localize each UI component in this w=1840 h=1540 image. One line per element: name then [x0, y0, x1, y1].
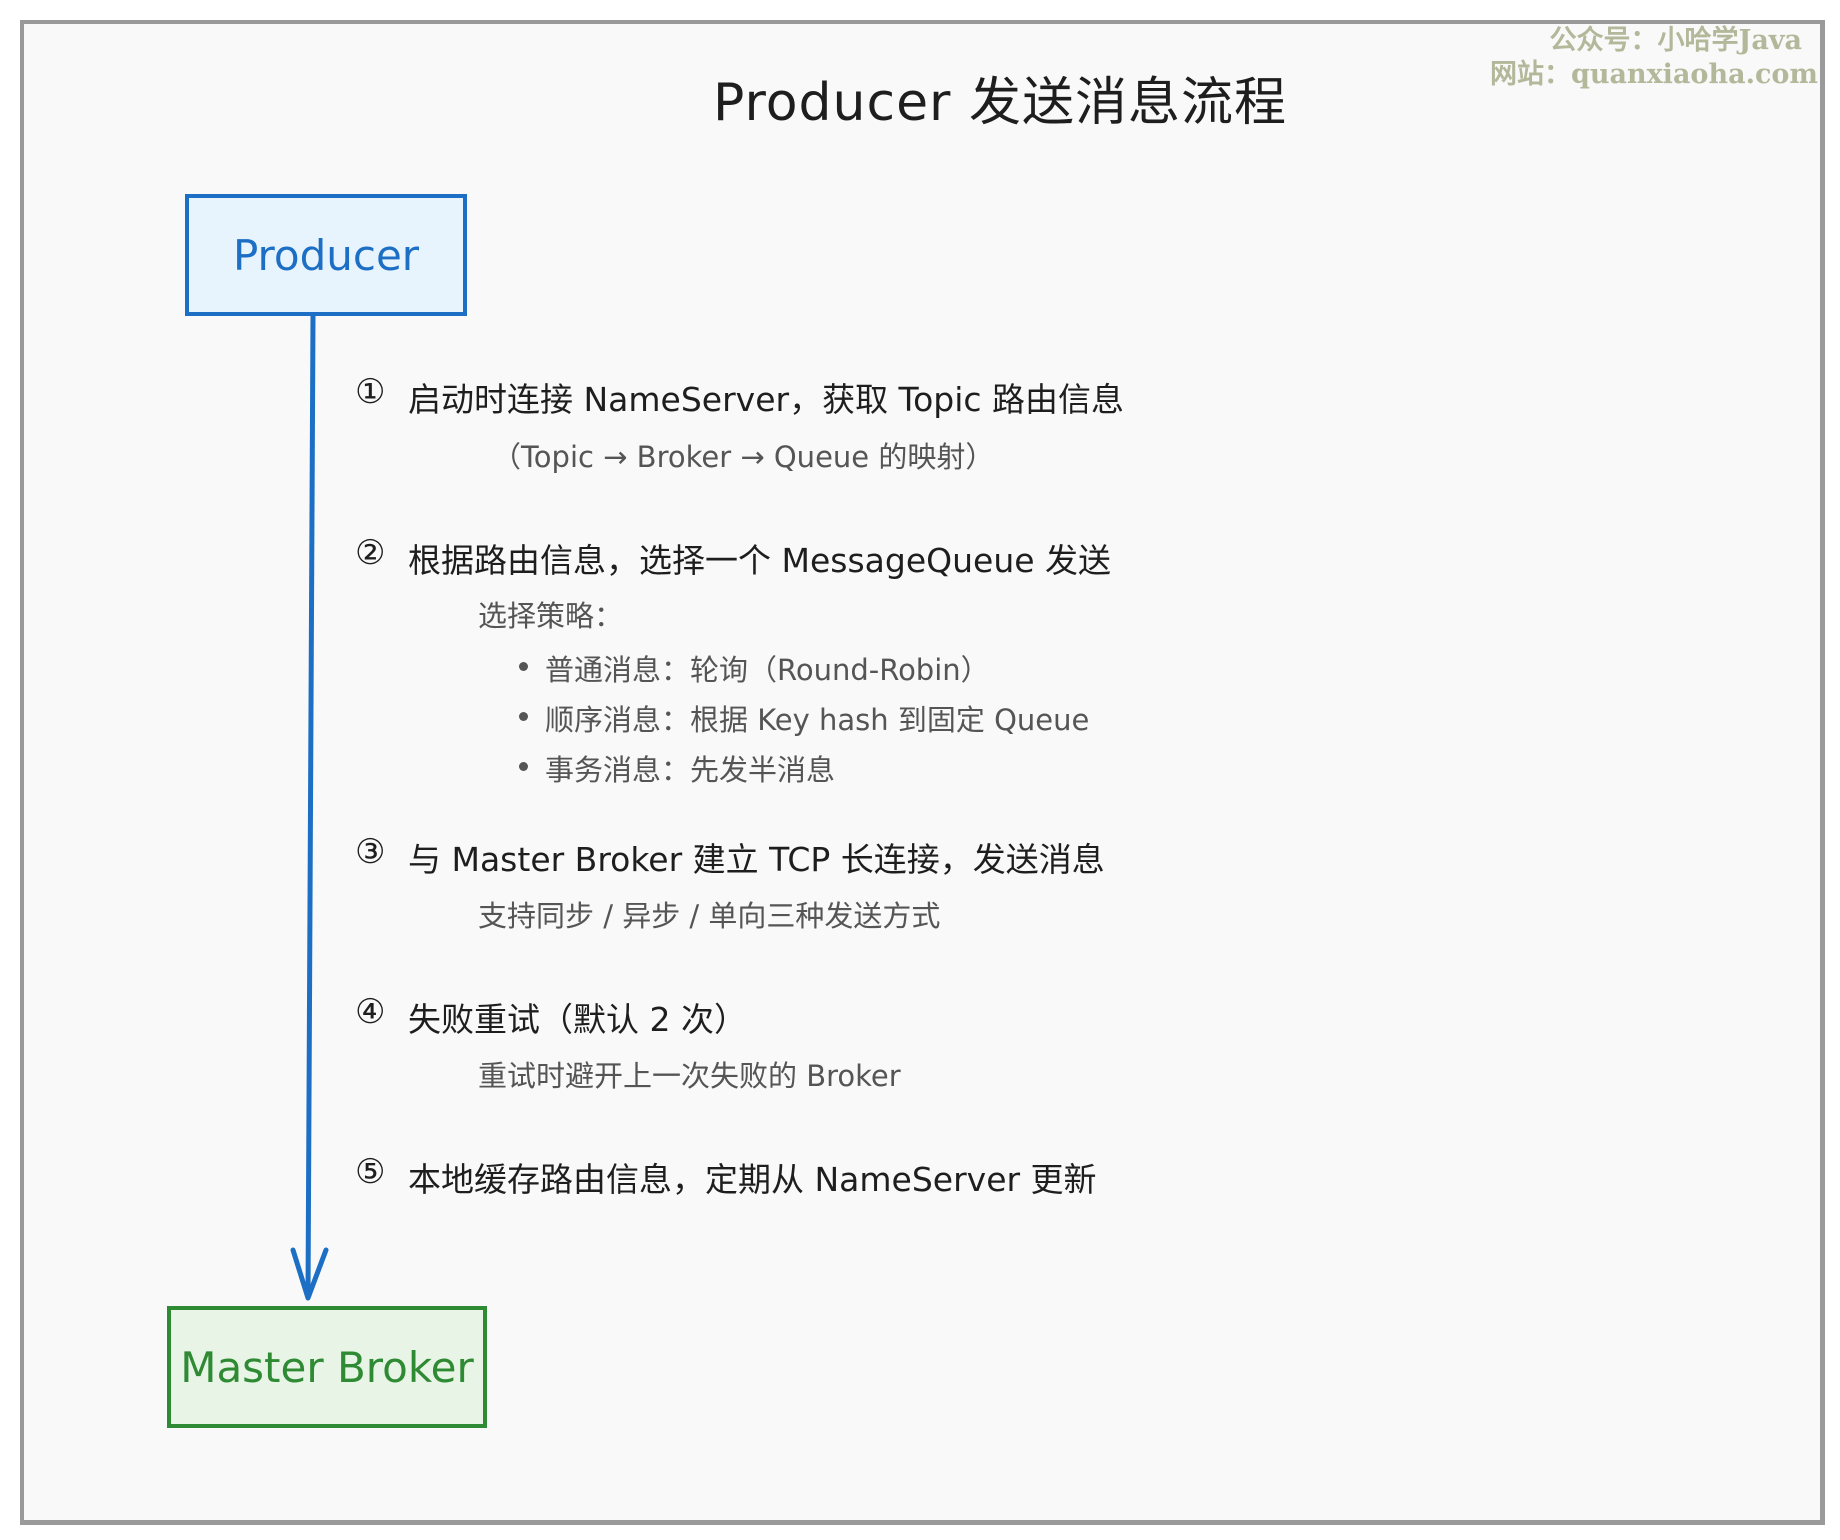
- strategy-item-3: 事务消息：先发半消息: [545, 753, 836, 787]
- step-2-sub: 选择策略：: [478, 599, 624, 633]
- strategy-item-1: 普通消息：轮询（Round-Robin）: [545, 653, 990, 687]
- master-broker-node: Master Broker: [167, 1306, 487, 1428]
- step-1-sub: （Topic → Broker → Queue 的映射）: [492, 440, 995, 474]
- step-5-number: ⑤: [355, 1152, 386, 1192]
- strategy-item-2: 顺序消息：根据 Key hash 到固定 Queue: [545, 703, 1090, 737]
- step-5-text: 本地缓存路由信息，定期从 NameServer 更新: [408, 1160, 1097, 1199]
- bullet-dot: [519, 762, 528, 771]
- step-2-number: ②: [355, 533, 386, 573]
- diagram-title: Producer 发送消息流程: [713, 73, 1287, 133]
- watermark-line1: 公众号：小哈学Java: [1549, 25, 1802, 56]
- bullet-dot: [519, 662, 528, 671]
- bullet-dot: [519, 712, 528, 721]
- step-4-sub: 重试时避开上一次失败的 Broker: [478, 1059, 901, 1093]
- step-2-text: 根据路由信息，选择一个 MessageQueue 发送: [408, 541, 1112, 580]
- step-4-text: 失败重试（默认 2 次）: [408, 1000, 747, 1039]
- step-1-text: 启动时连接 NameServer，获取 Topic 路由信息: [408, 380, 1125, 419]
- step-1-number: ①: [355, 372, 386, 412]
- step-4-number: ④: [355, 992, 386, 1032]
- step-3-sub: 支持同步 / 异步 / 单向三种发送方式: [478, 899, 941, 933]
- broker-label: Master Broker: [180, 1342, 474, 1392]
- producer-node: Producer: [185, 194, 467, 316]
- step-3-text: 与 Master Broker 建立 TCP 长连接，发送消息: [408, 840, 1105, 879]
- watermark-line2: 网站：quanxiaoha.com: [1489, 59, 1818, 90]
- producer-label: Producer: [232, 230, 420, 280]
- step-3-number: ③: [355, 832, 386, 872]
